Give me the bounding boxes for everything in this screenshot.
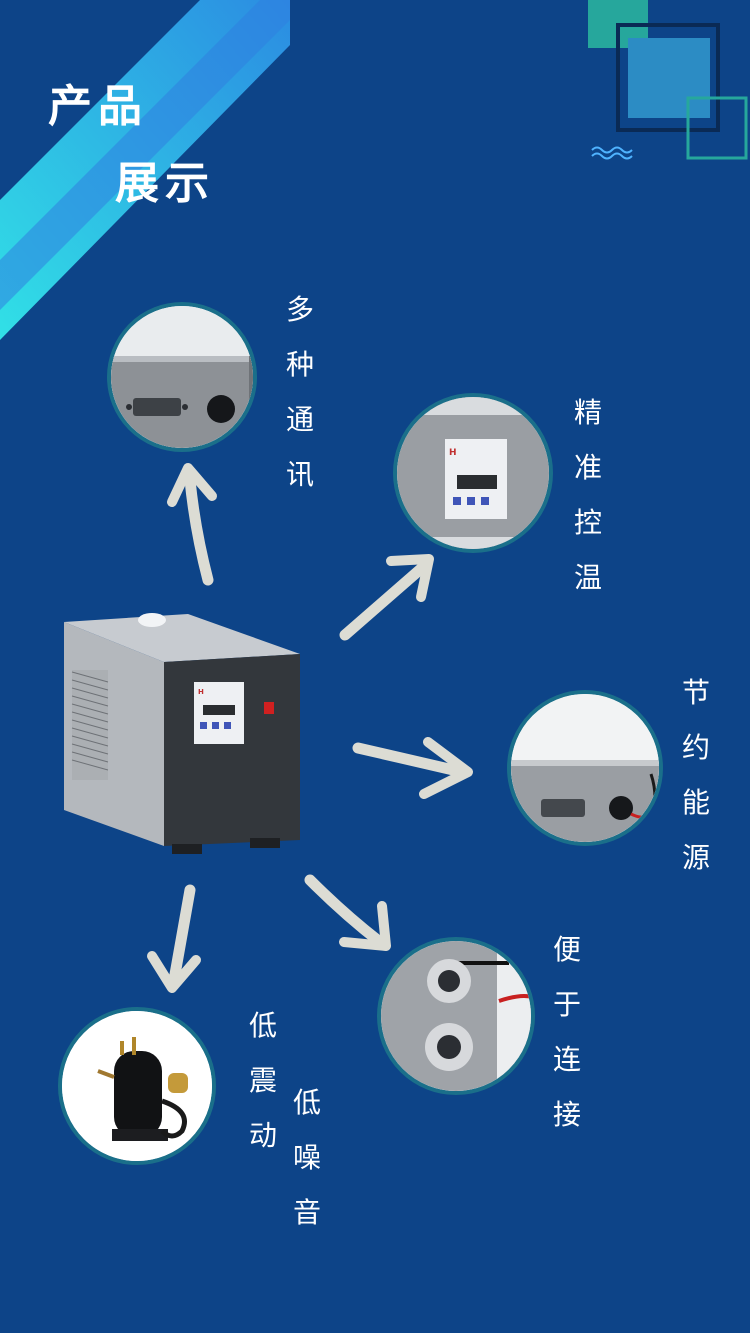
arrow-to-communication [167,463,217,586]
chiller-product-image: H [64,613,300,854]
compressor-detail-image [58,1007,216,1165]
feature-label-energy: 节约能源 [681,676,710,874]
feature-label-temperature: 精准控温 [573,396,602,594]
energy-detail-image [507,690,663,846]
feature-label-communication: 多种通讯 [285,293,314,491]
arrow-to-temperature [339,554,434,641]
feature-label-vibration: 低震动 [248,1009,277,1152]
arrow-to-energy [352,737,473,799]
feature-label-noise: 低噪音 [292,1086,321,1229]
svg-text:H: H [198,688,204,696]
temperature-controller-detail-image: H [393,393,553,553]
page-title-line-2: 展示 [115,158,215,209]
feature-label-connection: 便于连接 [552,933,581,1131]
svg-text:H: H [449,448,457,458]
diagonal-stripe-decoration [0,0,290,340]
page-title-line-1: 产品 [48,81,148,132]
arrow-to-connection [304,874,391,951]
arrow-to-compressor [147,884,201,993]
communication-detail-image [107,302,257,452]
square-decoration [588,0,748,160]
connection-detail-image [377,937,535,1095]
